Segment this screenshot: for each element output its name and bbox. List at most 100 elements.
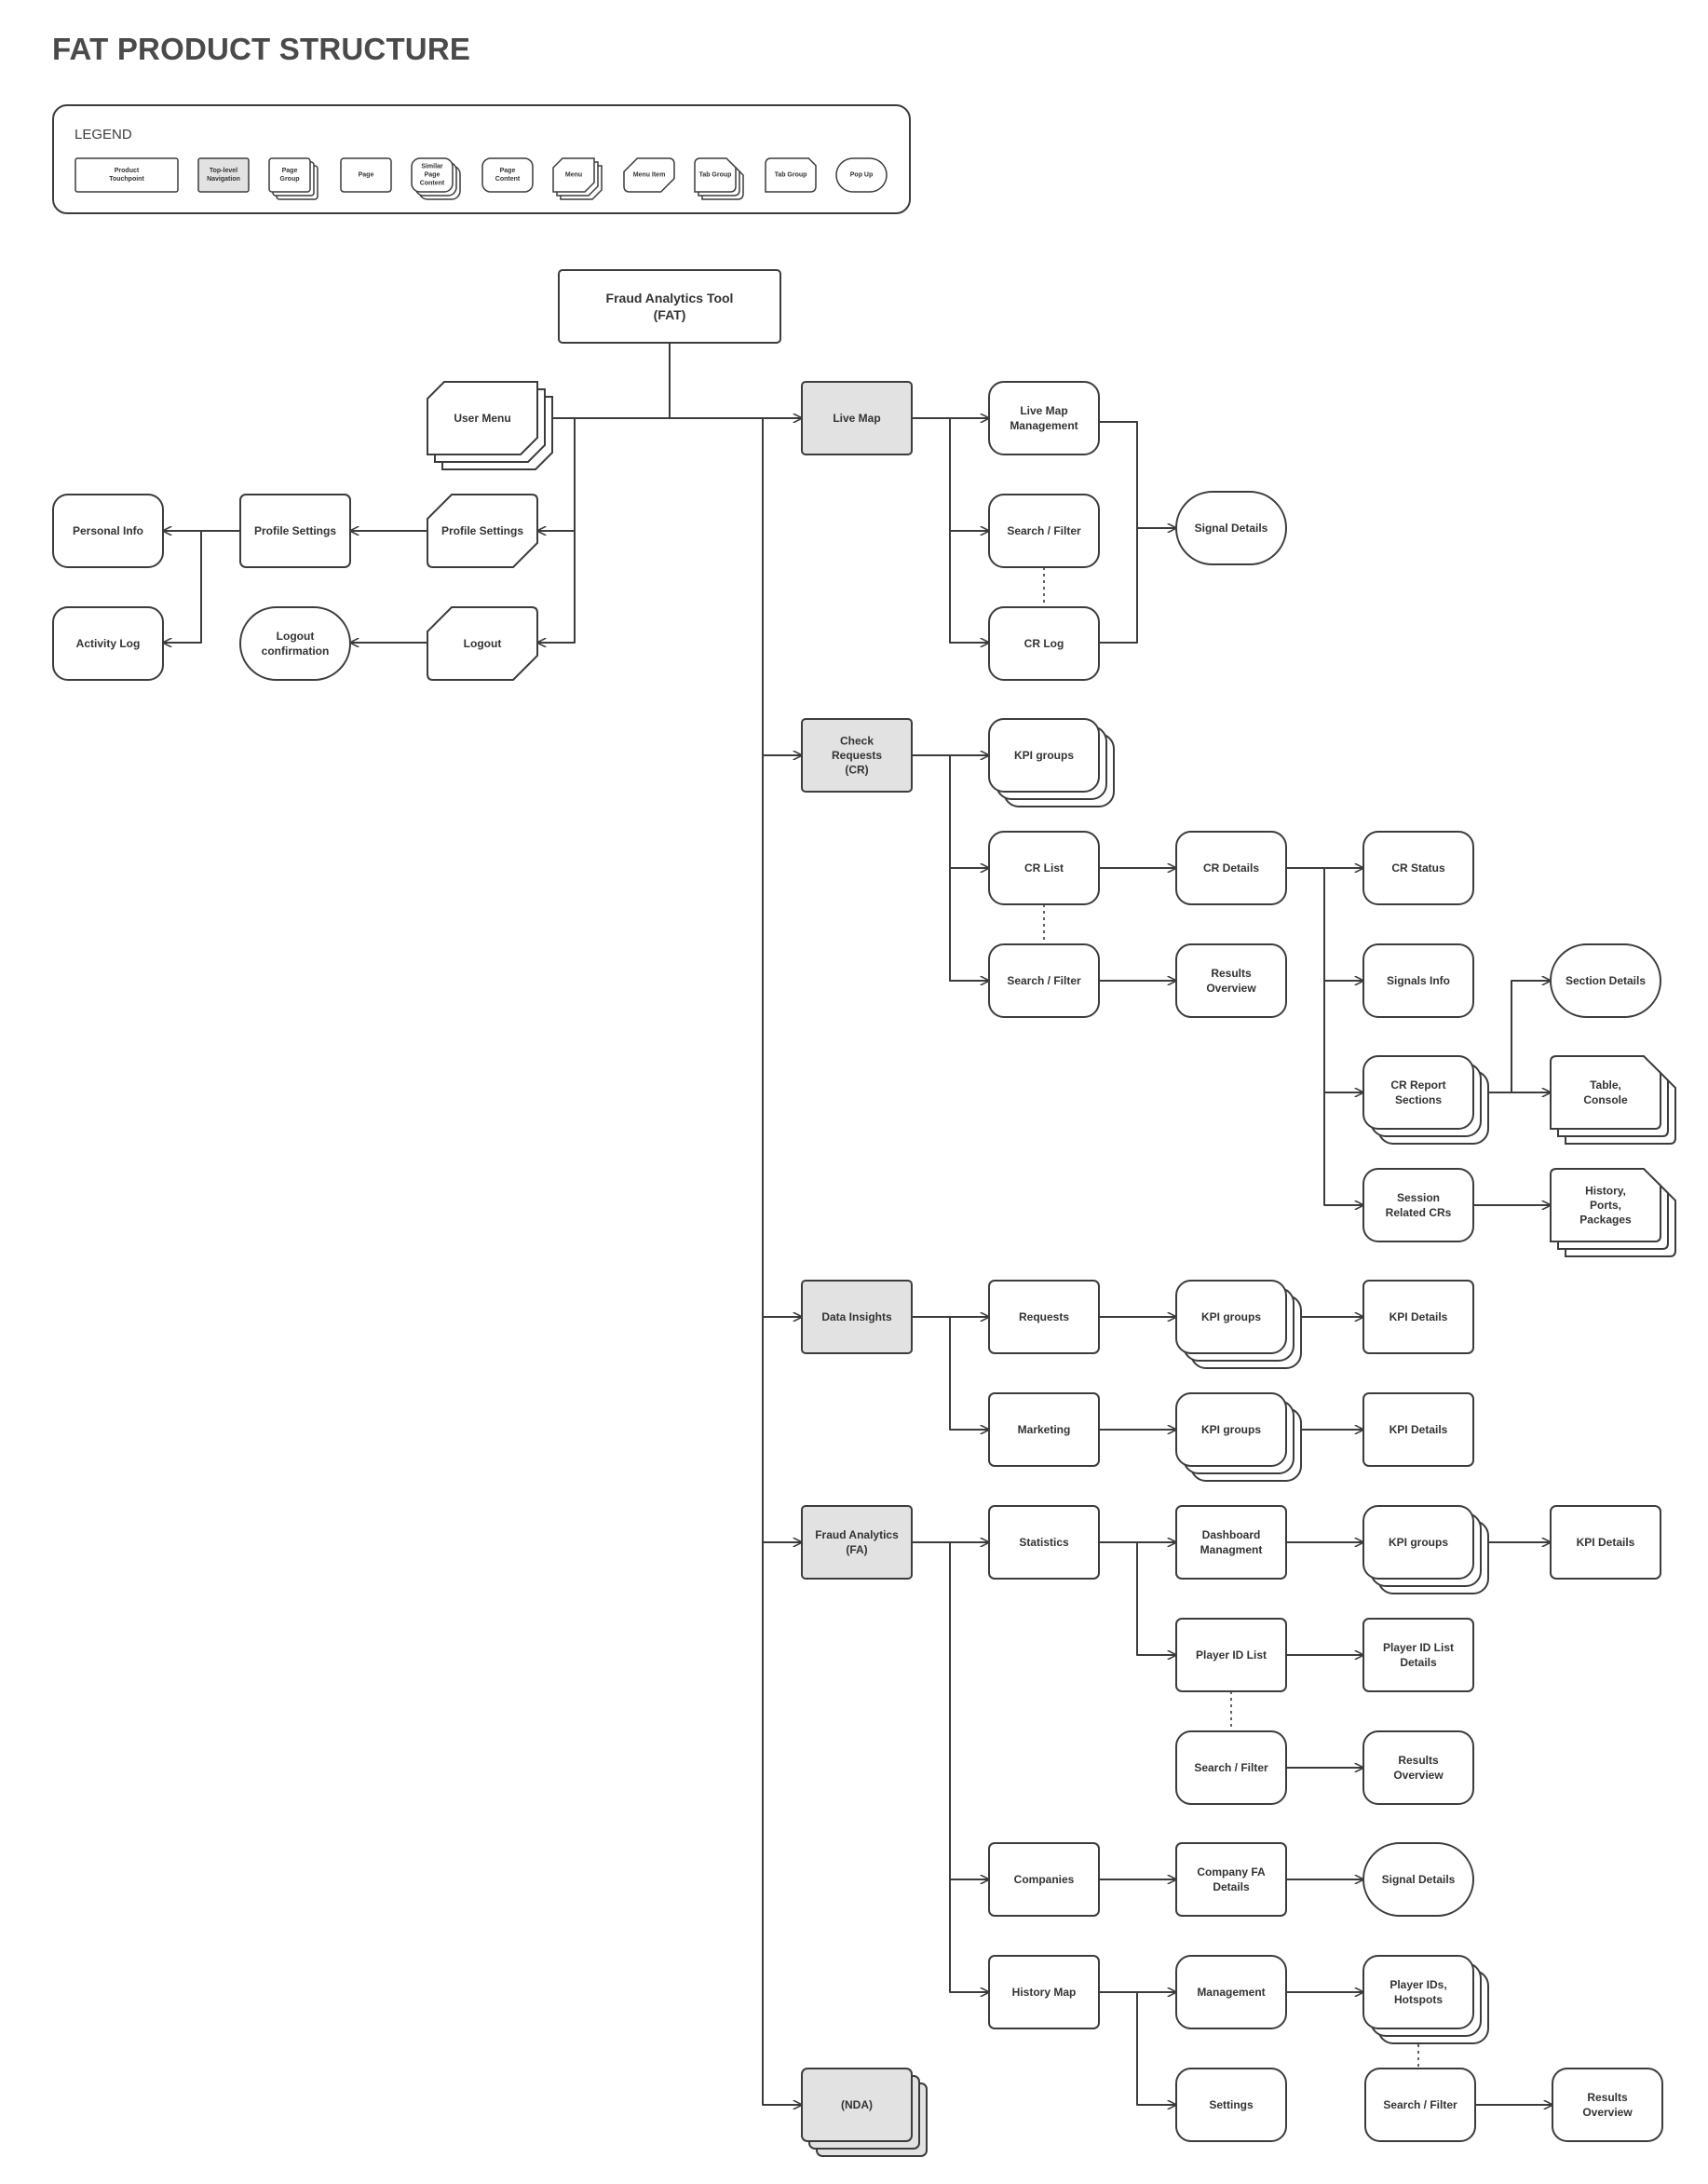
node-live-map: Live Map (801, 381, 913, 455)
node-nda: (NDA) (801, 2068, 928, 2157)
node-di-requests: Requests (988, 1280, 1100, 1354)
legend-item-menu-item: Menu Item (623, 157, 675, 193)
node-fa-kpi-details: KPI Details (1550, 1505, 1661, 1580)
node-activity-log-label: Activity Log (76, 637, 141, 650)
node-di-marketing-kpi-label: KPI groups (1201, 1423, 1261, 1436)
node-fa-kpi-groups: KPI groups (1362, 1505, 1489, 1594)
legend-item-page-content-label: Content (495, 176, 521, 183)
node-session-related-crs-label: Session (1397, 1191, 1440, 1204)
node-fa-results-overview-label: Overview (1393, 1769, 1444, 1782)
node-fa-settings-label: Settings (1209, 2098, 1254, 2111)
legend-label: LEGEND (75, 127, 132, 142)
node-fa-player-id-list-details-label: Player ID List (1383, 1641, 1454, 1654)
connector-arrow (1136, 1542, 1176, 1655)
node-fa-companies: Companies (988, 1842, 1100, 1917)
node-fa-companies-label: Companies (1014, 1873, 1075, 1886)
node-signals-info: Signals Info (1362, 943, 1474, 1018)
node-di-requests-label: Requests (1019, 1310, 1069, 1323)
node-fa-search-filter-label: Search / Filter (1194, 1761, 1268, 1774)
legend-item-tab-group-stack-label: Tab Group (699, 172, 732, 179)
legend-item-pop-up: Pop Up (835, 157, 888, 193)
legend-item-tab-group-label: Tab Group (775, 172, 807, 179)
node-history-ports-packages-label: Packages (1579, 1214, 1632, 1227)
node-fat-label: Fraud Analytics Tool (606, 291, 734, 305)
node-di-marketing-kpi-details-label: KPI Details (1389, 1423, 1448, 1436)
node-fa-management: Management (1175, 1955, 1287, 2029)
legend-item-product-touchpoint-label: Touchpoint (109, 176, 144, 183)
node-profile-settings-page-label: Profile Settings (254, 524, 336, 537)
node-check-requests-label: (CR) (845, 764, 868, 777)
node-activity-log: Activity Log (52, 606, 164, 681)
node-fa-results-overview-label: Results (1398, 1754, 1439, 1767)
connector-arrow (949, 418, 989, 643)
node-cr-details-label: CR Details (1203, 861, 1259, 875)
node-user-menu-label: User Menu (454, 412, 510, 425)
node-cr-kpi-groups: KPI groups (988, 718, 1115, 807)
legend-item-tab-group: Tab Group (765, 157, 817, 193)
node-di-requests-kpi: KPI groups (1175, 1280, 1302, 1369)
node-cr-kpi-groups-label: KPI groups (1014, 749, 1074, 762)
node-di-requests-kpi-details-label: KPI Details (1389, 1310, 1448, 1323)
node-cr-search-filter-label: Search / Filter (1007, 974, 1081, 987)
node-fa-dashboard-mgmt-label: Dashboard (1202, 1528, 1261, 1541)
node-section-details: Section Details (1550, 943, 1661, 1018)
legend-item-page-group-label: Group (280, 176, 300, 183)
node-cr-list-label: CR List (1024, 861, 1064, 875)
node-lm-signal-details-label: Signal Details (1195, 522, 1268, 535)
node-fa-kpi-groups-label: KPI groups (1389, 1536, 1448, 1549)
node-cr-search-filter: Search / Filter (988, 943, 1100, 1018)
node-table-console-label: Table, (1590, 1078, 1621, 1092)
node-fa-hm-results-overview-label: Results (1587, 2091, 1628, 2104)
legend-item-menu-item-label: Menu Item (633, 172, 666, 179)
node-live-map-mgmt-label: Live Map (1020, 404, 1067, 417)
node-fa-signal-details: Signal Details (1362, 1842, 1474, 1917)
node-logout-item: Logout (427, 606, 538, 681)
node-cr-status-label: CR Status (1391, 861, 1445, 875)
node-lm-cr-log: CR Log (988, 606, 1100, 681)
node-check-requests-label: Check (840, 734, 874, 747)
node-cr-results-overview-label: Results (1211, 967, 1252, 980)
legend-item-similar-page-content-label: Page (425, 172, 441, 179)
node-fa-company-details-label: Details (1213, 1880, 1250, 1893)
node-fraud-analytics: Fraud Analytics(FA) (801, 1505, 913, 1580)
node-cr-report-sections-label: Sections (1395, 1093, 1442, 1106)
diagram-nodes: Fraud Analytics Tool (FAT) User MenuProfil… (52, 269, 1676, 2157)
connector-arrow (1323, 868, 1363, 1205)
node-fa-history-map-label: History Map (1012, 1986, 1077, 1999)
legend-item-similar-page-content-label: Similar (421, 163, 443, 170)
node-data-insights-label: Data Insights (821, 1310, 892, 1323)
node-history-ports-packages-label: History, (1585, 1184, 1626, 1197)
node-profile-settings-page: Profile Settings (239, 494, 351, 568)
node-di-requests-kpi-label: KPI groups (1201, 1310, 1261, 1323)
node-fa-player-ids-hotspots: Player IDs,Hotspots (1362, 1955, 1489, 2044)
legend-item-page-content-label: Page (500, 168, 516, 174)
node-fa-search-filter: Search / Filter (1175, 1730, 1287, 1805)
node-fat-label: (FAT) (654, 307, 686, 322)
node-fa-history-map: History Map (988, 1955, 1100, 2029)
node-fa-hm-search-filter: Search / Filter (1364, 2068, 1476, 2142)
node-fa-company-details-label: Company FA (1197, 1865, 1266, 1879)
node-cr-details: CR Details (1175, 831, 1287, 905)
legend-item-menu-label: Menu (565, 172, 582, 179)
node-fa-kpi-details-label: KPI Details (1577, 1536, 1635, 1549)
node-di-requests-kpi-details: KPI Details (1362, 1280, 1474, 1354)
node-di-marketing-kpi-details: KPI Details (1362, 1392, 1474, 1467)
node-fa-hm-search-filter-label: Search / Filter (1383, 2098, 1457, 2111)
connector-arrow (949, 1542, 989, 1992)
node-lm-search-filter-label: Search / Filter (1007, 524, 1081, 537)
node-fa-player-ids-hotspots-label: Hotspots (1394, 1993, 1443, 2006)
legend-box (52, 104, 911, 214)
node-nda-label: (NDA) (841, 2098, 873, 2111)
node-signals-info-label: Signals Info (1387, 974, 1450, 987)
legend-item-product-touchpoint-label: Product (115, 168, 140, 174)
